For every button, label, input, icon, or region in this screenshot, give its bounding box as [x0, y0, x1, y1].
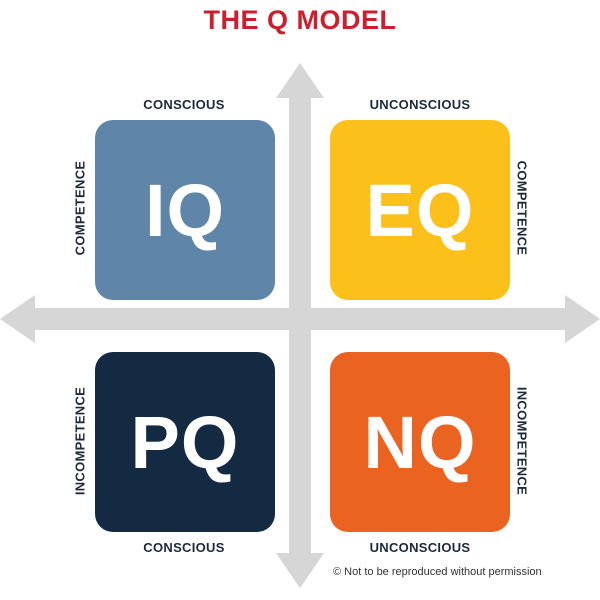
left-bottom-axis-label: INCOMPETENCE	[72, 386, 88, 496]
pq-quadrant: PQ	[95, 352, 275, 532]
right-arrowhead	[565, 295, 600, 343]
nq-label: NQ	[363, 400, 477, 484]
down-arrowhead	[276, 553, 324, 588]
iq-quadrant: IQ	[95, 120, 275, 300]
left-arrowhead	[0, 295, 35, 343]
diagram-title: THE Q MODEL	[203, 5, 397, 35]
iq-label: IQ	[144, 168, 226, 252]
left-top-axis-label: COMPETENCE	[72, 160, 88, 256]
pq-label: PQ	[130, 400, 240, 484]
right-bottom-axis-label: INCOMPETENCE	[514, 386, 530, 496]
eq-label: EQ	[365, 168, 475, 252]
horizontal-axis-arrow	[0, 295, 600, 343]
top-left-axis-label: CONSCIOUS	[143, 97, 225, 112]
copyright-notice: © Not to be reproduced without permissio…	[333, 566, 542, 578]
horizontal-axis-shaft	[30, 308, 570, 330]
bottom-left-axis-label: CONSCIOUS	[143, 540, 225, 555]
right-top-axis-label: COMPETENCE	[514, 160, 530, 256]
up-arrowhead	[276, 63, 324, 98]
eq-quadrant: EQ	[330, 120, 510, 300]
nq-quadrant: NQ	[330, 352, 510, 532]
bottom-right-axis-label: UNCONSCIOUS	[369, 540, 471, 555]
top-right-axis-label: UNCONSCIOUS	[369, 97, 471, 112]
